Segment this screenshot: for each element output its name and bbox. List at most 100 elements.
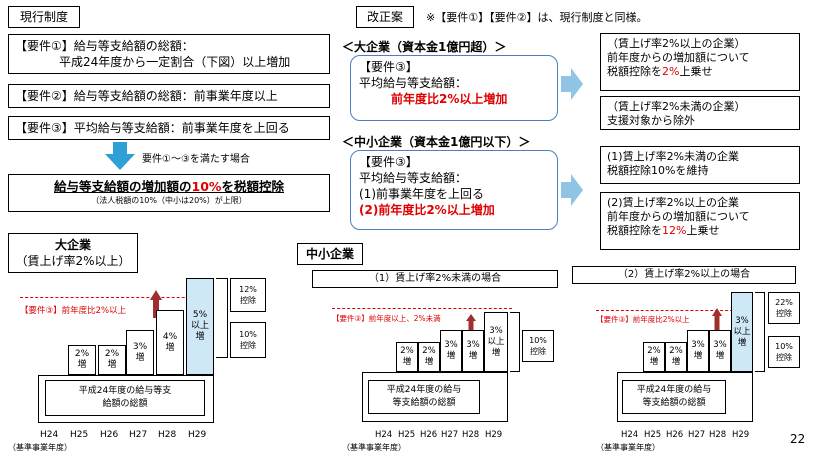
small-result1-line1: (1)賃上げ率2%未満の企業 (607, 150, 740, 163)
small1-caption: （1）賃上げ率2%未満の場合 (312, 270, 558, 288)
page-number: 22 (790, 432, 806, 446)
small-company-title: ＜中小企業（資本金1億円以下）＞ (342, 135, 531, 149)
small2-credit-bracket (755, 292, 765, 372)
small2-caption: （2）賃上げ率2%以上の場合 (572, 266, 796, 284)
large-req-line3: 前年度比2%以上増加 (391, 92, 508, 106)
large-credit-bracket (216, 278, 228, 358)
large-chart-subtitle: （賃上げ率2%以上） (15, 254, 131, 268)
small-result2-box: (2)賃上げ率2%以上の企業 前年度からの増加額について 税額控除を12%上乗せ (600, 192, 800, 250)
small2-year-h28: H28 (709, 430, 727, 440)
large-chart-title-box: 大企業 （賃上げ率2%以上） (8, 233, 138, 273)
small1-year-h29: H29 (485, 430, 503, 440)
small1-bar-h27: 3% 増 (440, 330, 462, 372)
small2-year-h26: H26 (666, 430, 684, 440)
large-bar-h27: 3% 増 (126, 330, 154, 375)
large-result2-box: （賃上げ率2%未満の企業） 支援対象から除外 (600, 96, 800, 130)
small2-req-dashed-line (596, 310, 748, 311)
small2-year-h27: H27 (688, 430, 706, 440)
large-credit-bottom: 10% 控除 (230, 322, 266, 358)
small1-bar-h28: 3% 増 (462, 330, 484, 372)
requirement3-box: 【要件③】平均給与等支給額：前事業年度を上回る (8, 116, 330, 140)
small1-bar-h26: 2% 増 (418, 342, 440, 372)
large-chart-title: 大企業 (54, 238, 91, 252)
small-req-line4: (2)前年度比2%以上増加 (359, 203, 495, 217)
small2-req-label: 【要件③】前年度比2%以上 (596, 315, 690, 324)
large-req-label: 【要件③】前年度比2%以上 (20, 306, 127, 316)
large-year-h28: H28 (158, 430, 177, 440)
small-result2-line2: 前年度からの増加額について (607, 210, 750, 223)
requirement1-line1: 【要件①】給与等支給額の総額： (15, 39, 194, 53)
small2-bar-h26: 2% 増 (665, 342, 687, 372)
small2-base-year: （基準事業年度） (596, 443, 660, 452)
current-system-header: 現行制度 (8, 6, 80, 28)
small1-year-h27: H27 (441, 430, 459, 440)
small2-base-label-box: 平成24年度の給与 等支給額の総額 (622, 380, 726, 414)
large-result1-box: （賃上げ率2%以上の企業） 前年度からの増加額について 税額控除を2%上乗せ (600, 33, 800, 91)
large-year-h26: H26 (100, 430, 119, 440)
large-base-year: （基準事業年度） (8, 443, 72, 452)
small2-year-h25: H25 (644, 430, 662, 440)
large-year-h27: H27 (129, 430, 148, 440)
small1-year-h25: H25 (398, 430, 416, 440)
small2-credit-top: 22% 控除 (768, 292, 800, 324)
large-result1-line3: 税額控除を2%上乗せ (607, 65, 713, 78)
small-result2-line3: 税額控除を12%上乗せ (607, 224, 720, 237)
large-result2-line2: 支援対象から除外 (607, 114, 695, 127)
small1-year-h26: H26 (420, 430, 438, 440)
large-result1-line2: 前年度からの増加額について (607, 51, 750, 64)
small1-base-year: （基準事業年度） (342, 443, 406, 452)
requirement1-box: 【要件①】給与等支給額の総額： 平成24年度から一定割合（下図）以上増加 (8, 34, 330, 74)
large-base-line2: 給額の総額 (102, 399, 148, 409)
small1-req-label: 【要件③】前年度以上、2%未満 (332, 314, 441, 323)
large-base-label-box: 平成24年度の給与等支 給額の総額 (45, 380, 205, 416)
small2-base-line1: 平成24年度の給与 (636, 385, 712, 395)
tax-credit-result-main: 給与等支給額の増加額の10%を税額控除 (54, 179, 284, 194)
large-year-h29: H29 (188, 430, 207, 440)
large-year-h25: H25 (70, 430, 89, 440)
small1-req-dashed-line (332, 308, 512, 309)
tax-credit-result-box: 給与等支給額の増加額の10%を税額控除 （法人税額の10%（中小は20%）が上限… (8, 174, 330, 212)
small2-bar-h29: 3% 以上 増 (731, 292, 753, 372)
large-company-requirement-box: 【要件③】 平均給与等支給額： 前年度比2%以上増加 (350, 55, 558, 121)
small2-bar-h28: 3% 増 (709, 330, 731, 372)
small-req-line2: 平均給与等支給額： (359, 171, 468, 185)
reform-header: 改正案 (356, 6, 414, 28)
small1-bar-h25: 2% 増 (396, 342, 418, 372)
large-bar-h26: 2% 増 (98, 345, 126, 375)
small1-base-line2: 等支給額の総額 (392, 398, 456, 408)
tax-credit-result-sub: （法人税額の10%（中小は20%）が上限） (91, 196, 247, 205)
small1-year-h24: H24 (375, 430, 393, 440)
small1-base-label-box: 平成24年度の給与 等支給額の総額 (368, 380, 480, 414)
large-base-line1: 平成24年度の給与等支 (78, 386, 172, 396)
large-req-label: 【要件③】 (359, 60, 418, 74)
large-year-h24: H24 (40, 430, 59, 440)
down-arrow-icon (105, 142, 135, 170)
small2-bar-h27: 3% 増 (687, 330, 709, 372)
small-result1-line2: 税額控除10%を維持 (607, 164, 709, 177)
large-result1-line1: （賃上げ率2%以上の企業） (607, 37, 746, 50)
up-arrow-icon (466, 314, 476, 332)
arrow-condition-note: 要件①～③を満たす場合 (142, 154, 250, 165)
reform-note: ※【要件①】【要件②】は、現行制度と同様。 (426, 11, 648, 24)
large-bar-h29: 5% 以上 増 (186, 278, 214, 375)
small1-year-h28: H28 (462, 430, 480, 440)
large-bar-h25: 2% 増 (68, 345, 96, 375)
small2-credit-bottom: 10% 控除 (768, 336, 800, 368)
small2-year-h29: H29 (732, 430, 750, 440)
small2-base-line2: 等支給額の総額 (642, 398, 706, 408)
large-result2-line1: （賃上げ率2%未満の企業） (607, 100, 746, 113)
small1-credit-bracket (510, 312, 520, 372)
small-req-line3: (1)前事業年度を上回る (359, 187, 484, 201)
requirement2-text: 【要件②】給与等支給額の総額：前事業年度以上 (15, 89, 278, 103)
requirement2-box: 【要件②】給与等支給額の総額：前事業年度以上 (8, 84, 330, 108)
small2-bar-h25: 2% 増 (643, 342, 665, 372)
large-credit-top: 12% 控除 (230, 278, 266, 312)
small1-base-line1: 平成24年度の給与 (386, 385, 462, 395)
small2-year-h24: H24 (621, 430, 639, 440)
requirement1-line2: 平成24年度から一定割合（下図）以上増加 (59, 55, 291, 69)
small1-bar-h29: 3% 以上 増 (484, 312, 508, 372)
large-req-dashed-line (20, 297, 210, 298)
small-chart-header: 中小企業 (297, 243, 363, 265)
requirement3-text: 【要件③】平均給与等支給額：前事業年度を上回る (15, 121, 290, 135)
small1-credit: 10% 控除 (522, 330, 554, 362)
